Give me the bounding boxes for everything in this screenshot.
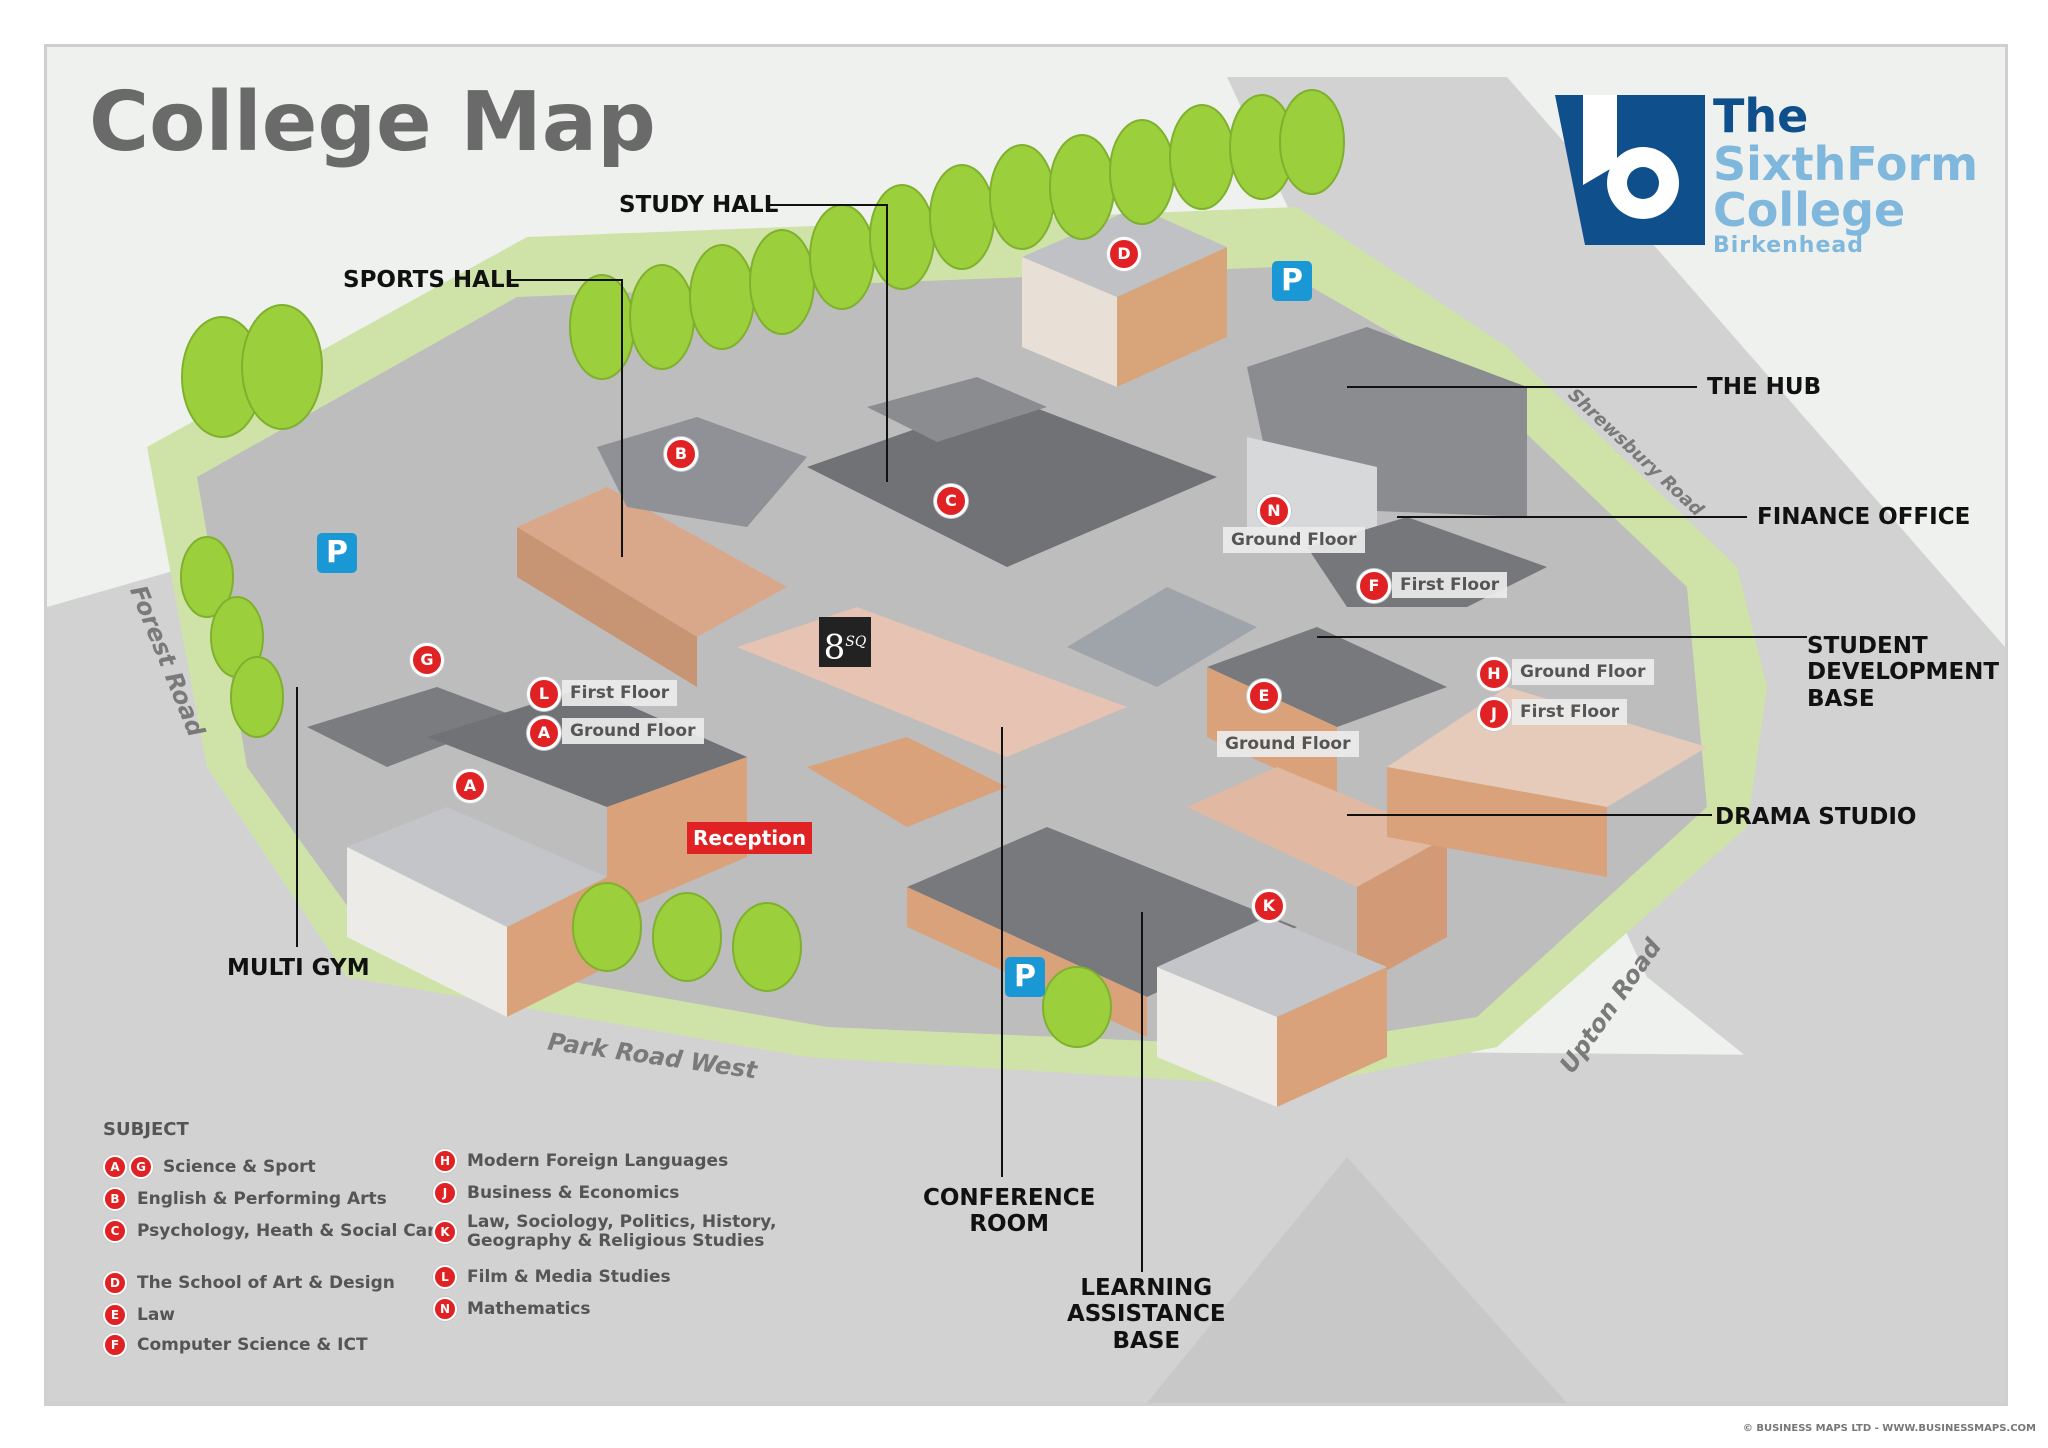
legend-label: Modern Foreign Languages	[467, 1151, 729, 1171]
floor-label-h-ground: Ground Floor	[1512, 659, 1654, 685]
eightsq-sup: SQ	[845, 634, 867, 650]
marker-k[interactable]: K	[1252, 889, 1286, 923]
legend-dot-l: L	[433, 1265, 457, 1289]
label-finance-office: FINANCE OFFICE	[1757, 504, 1971, 530]
legend-title: SUBJECT	[103, 1119, 189, 1140]
legend-dot-n: N	[433, 1297, 457, 1321]
marker-l[interactable]: L	[527, 677, 561, 711]
floor-label-a-ground: Ground Floor	[562, 718, 704, 744]
legend-item-english: B English & Performing Arts	[103, 1187, 387, 1211]
label-sports-hall: SPORTS HALL	[343, 267, 520, 293]
legend-label: Law, Sociology, Politics, History, Geogr…	[467, 1212, 777, 1251]
copyright-credit: © BUSINESS MAPS LTD - WWW.BUSINESSMAPS.C…	[1742, 1423, 2036, 1434]
legend-dot-d: D	[103, 1271, 127, 1295]
floor-label-f-first: First Floor	[1392, 572, 1508, 598]
marker-c[interactable]: C	[934, 484, 968, 518]
reception-label: Reception	[687, 822, 813, 854]
marker-n[interactable]: N	[1257, 494, 1291, 528]
legend-dot-h: H	[433, 1149, 457, 1173]
marker-b[interactable]: B	[664, 437, 698, 471]
legend-dot-a: A	[103, 1155, 127, 1179]
label-multi-gym: MULTI GYM	[227, 955, 370, 981]
logo-line-the: The	[1713, 89, 1809, 143]
logo-line-birkenhead: Birkenhead	[1713, 233, 1864, 258]
legend-item-mathematics: N Mathematics	[433, 1297, 590, 1321]
marker-a-ground-floor[interactable]: A	[527, 716, 561, 750]
legend-label: Computer Science & ICT	[137, 1335, 368, 1355]
legend-label: The School of Art & Design	[137, 1273, 395, 1293]
campus-map-illustration	[47, 77, 2005, 1403]
logo-line-sixthform: SixthForm	[1713, 137, 1979, 191]
marker-d[interactable]: D	[1107, 237, 1141, 271]
legend-dot-b: B	[103, 1187, 127, 1211]
marker-j[interactable]: J	[1477, 697, 1511, 731]
label-learning-assistance-base: LEARNING ASSISTANCE BASE	[1067, 1275, 1226, 1354]
map-frame: College Map The SixthForm College Birken…	[44, 44, 2008, 1406]
legend-item-humanities: K Law, Sociology, Politics, History, Geog…	[433, 1213, 777, 1250]
legend-label: Science & Sport	[163, 1157, 316, 1177]
floor-label-e-ground: Ground Floor	[1217, 731, 1359, 757]
marker-f[interactable]: F	[1357, 569, 1391, 603]
page-title: College Map	[89, 75, 656, 170]
trees	[180, 89, 1345, 1048]
legend-item-business: J Business & Economics	[433, 1181, 679, 1205]
legend-label: Business & Economics	[467, 1183, 680, 1203]
legend-dot-j: J	[433, 1181, 457, 1205]
marker-e[interactable]: E	[1247, 679, 1281, 713]
marker-h[interactable]: H	[1477, 657, 1511, 691]
eightsq-gallery-sign: 8SQ	[819, 617, 871, 667]
logo-line-college: College	[1713, 183, 1906, 237]
legend-dot-k: K	[433, 1219, 457, 1244]
parking-sign-top: P	[1272, 261, 1312, 301]
logo-b-icon	[1555, 95, 1705, 245]
legend-item-computer-science: F Computer Science & ICT	[103, 1333, 368, 1357]
legend-label: Law	[137, 1305, 176, 1325]
floor-label-j-first: First Floor	[1512, 699, 1628, 725]
label-student-development-base: STUDENT DEVELOPMENT BASE	[1807, 633, 2000, 712]
floor-label-n-ground: Ground Floor	[1223, 527, 1365, 553]
legend-label: Mathematics	[467, 1299, 591, 1319]
college-logo: The SixthForm College Birkenhead	[1555, 75, 1979, 258]
parking-sign-left: P	[317, 533, 357, 573]
legend-item-psychology: C Psychology, Heath & Social Care	[103, 1219, 447, 1243]
label-the-hub: THE HUB	[1707, 374, 1822, 400]
legend-item-film-media: L Film & Media Studies	[433, 1265, 671, 1289]
eightsq-main: 8	[823, 627, 846, 668]
label-drama-studio: DRAMA STUDIO	[1715, 804, 1917, 830]
leader-lines	[296, 204, 1807, 1272]
floor-label-l-first: First Floor	[562, 680, 678, 706]
parking-sign-bottom: P	[1005, 957, 1045, 997]
marker-g[interactable]: G	[410, 643, 444, 677]
legend-item-art-design: D The School of Art & Design	[103, 1271, 395, 1295]
label-study-hall: STUDY HALL	[619, 192, 779, 218]
legend-dot-f: F	[103, 1333, 127, 1357]
legend-label: English & Performing Arts	[137, 1189, 387, 1209]
legend-item-law: E Law	[103, 1303, 175, 1327]
marker-a[interactable]: A	[453, 769, 487, 803]
legend-dot-c: C	[103, 1219, 127, 1243]
legend-label: Psychology, Heath & Social Care	[137, 1221, 448, 1241]
legend-item-mfl: H Modern Foreign Languages	[433, 1149, 728, 1173]
legend-label: Film & Media Studies	[467, 1267, 671, 1287]
legend-dot-g: G	[129, 1155, 153, 1179]
legend-dot-e: E	[103, 1303, 127, 1327]
label-conference-room: CONFERENCE ROOM	[923, 1185, 1096, 1238]
